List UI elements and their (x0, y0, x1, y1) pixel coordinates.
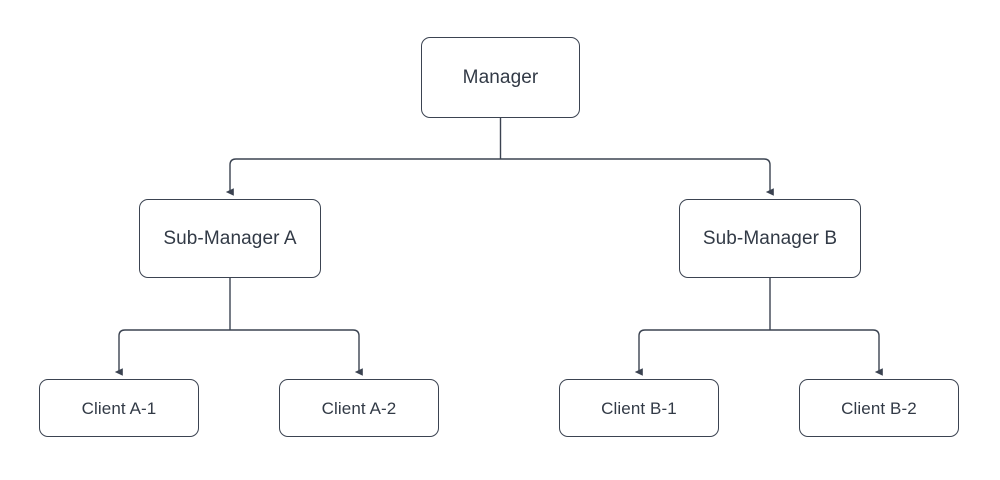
edge-sub-manager-a-to-client-a-1 (114, 329, 230, 376)
node-client-a-1-label: Client A-1 (81, 398, 157, 418)
node-client-b-2[interactable]: Client B-2 (799, 379, 959, 437)
node-sub-manager-b[interactable]: Sub-Manager B (679, 199, 861, 278)
node-client-a-2-label: Client A-2 (321, 398, 397, 418)
node-client-a-1[interactable]: Client A-1 (39, 379, 199, 437)
node-client-a-2[interactable]: Client A-2 (279, 379, 439, 437)
node-client-b-2-label: Client B-2 (841, 398, 917, 418)
node-manager[interactable]: Manager (421, 37, 580, 118)
node-client-b-1-label: Client B-1 (601, 398, 677, 418)
node-sub-manager-b-label: Sub-Manager B (702, 228, 838, 249)
edge-manager-to-sub-manager-a (225, 158, 501, 196)
edge-sub-manager-a-to-client-a-2 (230, 329, 363, 376)
node-manager-label: Manager (462, 67, 539, 88)
edge-sub-manager-b-to-client-b-1 (634, 329, 770, 376)
node-client-b-1[interactable]: Client B-1 (559, 379, 719, 437)
node-sub-manager-a-label: Sub-Manager A (163, 228, 297, 249)
edge-manager-to-sub-manager-b (500, 158, 774, 196)
node-sub-manager-a[interactable]: Sub-Manager A (139, 199, 321, 278)
edge-sub-manager-b-to-client-b-2 (770, 329, 883, 376)
